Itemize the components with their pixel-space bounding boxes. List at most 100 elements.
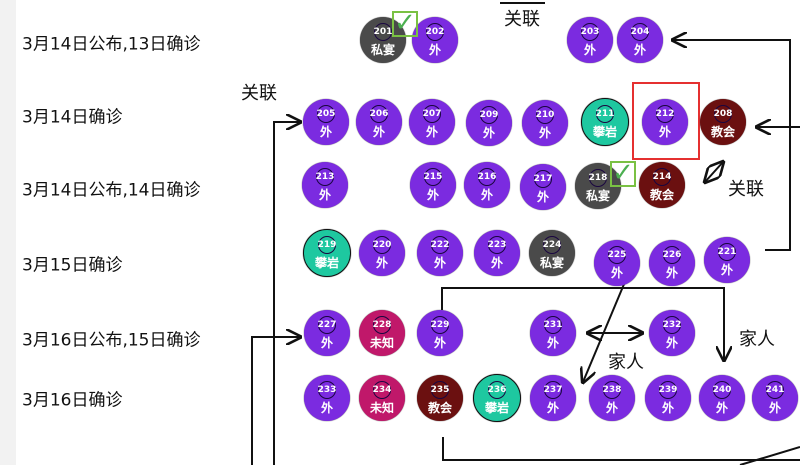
case-number: 205 bbox=[316, 109, 336, 119]
gender-female-icon bbox=[431, 381, 449, 399]
case-number: 214 bbox=[652, 172, 672, 182]
gender-male-icon bbox=[478, 168, 496, 186]
gender-male-icon bbox=[543, 236, 561, 254]
gender-male-icon bbox=[431, 236, 449, 254]
case-source: 私宴 bbox=[370, 43, 395, 57]
case-source: 外 bbox=[433, 256, 446, 270]
gender-male-icon bbox=[316, 168, 334, 186]
link-to-205 bbox=[273, 122, 300, 465]
case-number: 232 bbox=[662, 320, 682, 330]
case-number: 235 bbox=[430, 385, 450, 395]
gender-female-icon bbox=[423, 105, 441, 123]
case-source: 外 bbox=[426, 188, 439, 202]
gender-male-icon bbox=[536, 106, 554, 124]
link-diagonal bbox=[739, 446, 800, 465]
related-label: 关联 bbox=[241, 83, 277, 104]
gender-male-icon bbox=[608, 246, 626, 264]
gender-male-icon bbox=[426, 23, 444, 41]
case-node-202: 202 外 bbox=[412, 17, 458, 63]
row-label: 3月16日确诊 bbox=[22, 390, 123, 411]
related-label: 关联 bbox=[728, 179, 764, 200]
related-label: 关联 bbox=[504, 9, 540, 30]
case-source: 外 bbox=[546, 401, 559, 415]
case-number: 202 bbox=[425, 27, 445, 37]
case-source: 外 bbox=[768, 401, 781, 415]
case-source: 外 bbox=[428, 43, 441, 57]
gender-male-icon bbox=[534, 170, 552, 188]
case-source: 外 bbox=[536, 190, 549, 204]
case-number: 204 bbox=[630, 27, 650, 37]
case-number: 238 bbox=[602, 385, 622, 395]
gender-female-icon bbox=[480, 106, 498, 124]
case-source: 教会 bbox=[649, 188, 674, 202]
case-source: 外 bbox=[583, 43, 596, 57]
gender-male-icon bbox=[766, 381, 784, 399]
left-margin-strip bbox=[0, 0, 16, 465]
gender-male-icon bbox=[318, 316, 336, 334]
case-number: 211 bbox=[595, 109, 615, 119]
gender-female-icon bbox=[718, 243, 736, 261]
case-source: 攀岩 bbox=[592, 125, 617, 139]
check-icon: ✓ bbox=[392, 10, 418, 37]
case-node-208: 208 教会 bbox=[700, 99, 746, 145]
case-source: 私宴 bbox=[585, 189, 610, 203]
gender-male-icon bbox=[424, 168, 442, 186]
case-number: 208 bbox=[713, 109, 733, 119]
case-node-204: 204 外 bbox=[617, 17, 663, 63]
gender-male-icon bbox=[631, 23, 649, 41]
gender-male-icon bbox=[373, 381, 391, 399]
case-source: 外 bbox=[320, 336, 333, 350]
gender-female-icon bbox=[431, 316, 449, 334]
row-label: 3月14日确诊 bbox=[22, 107, 123, 128]
gender-female-icon bbox=[374, 23, 392, 41]
case-number: 207 bbox=[422, 109, 442, 119]
case-number: 222 bbox=[430, 240, 450, 250]
case-number: 240 bbox=[712, 385, 732, 395]
case-number: 219 bbox=[317, 240, 337, 250]
family-label: 家人 bbox=[608, 352, 644, 373]
gender-male-icon bbox=[488, 236, 506, 254]
case-number: 212 bbox=[655, 109, 675, 119]
case-source: 外 bbox=[658, 125, 671, 139]
case-source: 外 bbox=[633, 43, 646, 57]
case-node-232: 232 外 bbox=[649, 310, 695, 356]
gender-female-icon bbox=[317, 105, 335, 123]
case-source: 外 bbox=[720, 263, 733, 277]
gender-male-icon bbox=[659, 381, 677, 399]
link-235 bbox=[442, 437, 800, 461]
link-to-227 bbox=[251, 337, 300, 465]
case-source: 教会 bbox=[710, 125, 735, 139]
row-label: 3月15日确诊 bbox=[22, 255, 123, 276]
gender-male-icon bbox=[318, 236, 336, 254]
gender-female-icon bbox=[544, 381, 562, 399]
row-label: 3月16日公布,15日确诊 bbox=[22, 330, 201, 351]
case-source: 外 bbox=[665, 336, 678, 350]
highlight-box-212 bbox=[632, 82, 700, 160]
case-node-205: 205 外 bbox=[303, 99, 349, 145]
check-icon: ✓ bbox=[610, 160, 636, 187]
case-source: 外 bbox=[319, 125, 332, 139]
case-source: 外 bbox=[318, 188, 331, 202]
case-number: 220 bbox=[372, 240, 392, 250]
row-label: 3月14日公布,14日确诊 bbox=[22, 180, 201, 201]
case-number: 206 bbox=[369, 109, 389, 119]
gender-female-icon bbox=[714, 105, 732, 123]
case-number: 228 bbox=[372, 320, 392, 330]
